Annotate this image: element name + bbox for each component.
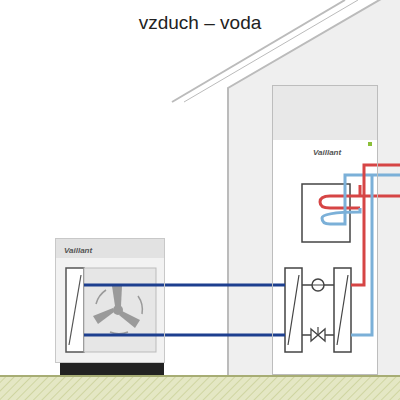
house-interior [228,0,400,375]
brand-logo: Vaillant [313,148,341,157]
brand-logo: Vaillant [64,246,92,255]
coil-return [322,175,400,224]
refrigerant-pipe [165,284,272,287]
ground [0,376,400,400]
outdoor-unit-top [55,238,165,258]
outdoor-unit: Vaillant [55,238,165,363]
indicator [368,142,372,146]
refrigerant-pipe [272,334,285,337]
outdoor-unit-body [55,238,165,363]
heat-exchanger [334,268,351,352]
refrigerant-pipe [84,284,165,287]
heat-exchanger [285,268,302,352]
diagram-title: vzduch – voda [0,12,400,34]
exchanger-slash [288,275,299,345]
indoor-unit: Vaillant [272,85,378,375]
heating-coil [320,196,400,208]
refrigerant-circuit [302,285,334,335]
evaporator-slash [69,275,81,345]
compressor-line [312,285,324,286]
fan-symbol [93,286,142,334]
refrigerant-pipe [165,334,272,337]
flow-pipe [351,175,364,285]
valve-stem [317,327,318,335]
ground-line [0,375,400,377]
evaporator [66,268,84,352]
refrigerant-pipe [272,284,285,287]
hot-pipe [359,185,362,196]
fan-panel [84,268,156,352]
indoor-unit-top [272,85,378,140]
refrigerant-pipe [84,334,165,337]
flow-pipe [364,165,400,175]
indoor-unit-body [272,85,378,375]
return-pipe [351,175,372,335]
outdoor-unit-base [60,363,164,375]
compressor [312,279,324,291]
house-wall [228,0,400,375]
ground-hatch [0,376,400,400]
exchanger-slash [337,275,348,345]
